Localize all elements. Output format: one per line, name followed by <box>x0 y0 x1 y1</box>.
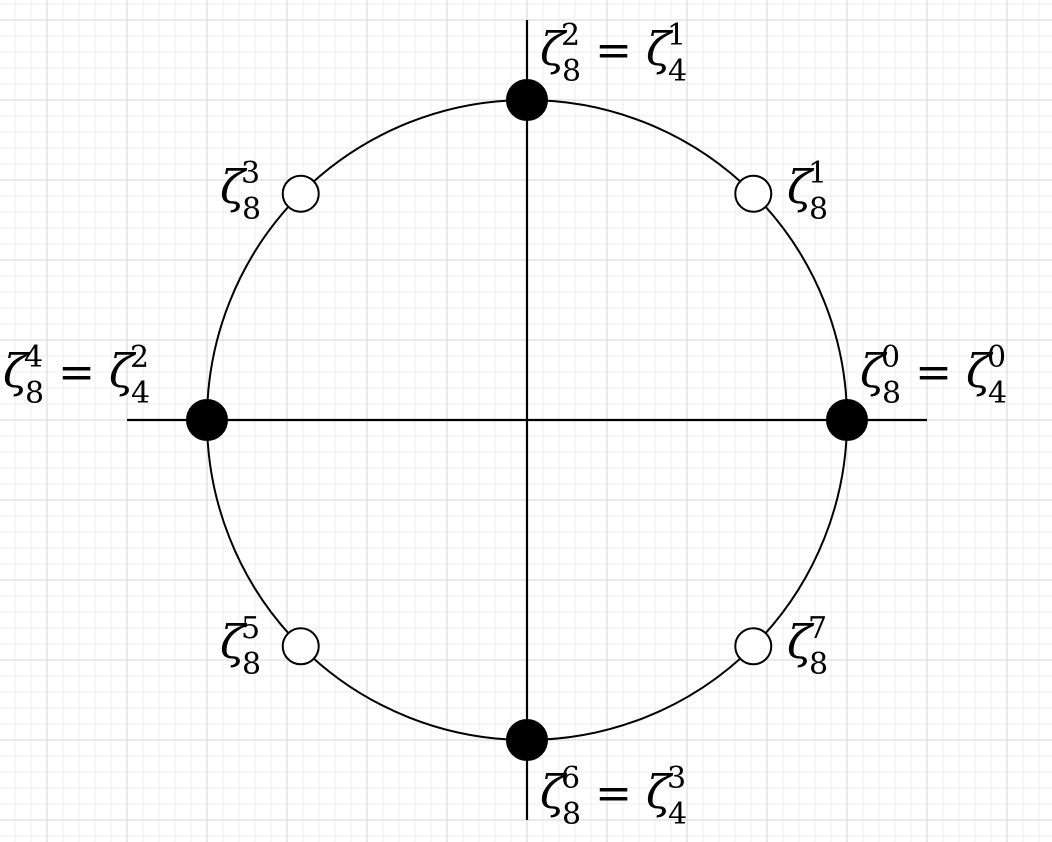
filled-point-p4 <box>186 399 228 441</box>
filled-point-p6 <box>506 719 548 761</box>
open-point-p5 <box>281 627 320 666</box>
open-point-p3 <box>281 174 320 213</box>
filled-point-p0 <box>826 399 868 441</box>
root-points <box>186 79 868 761</box>
filled-point-p2 <box>506 79 548 121</box>
open-point-p7 <box>734 627 773 666</box>
open-point-p1 <box>734 174 773 213</box>
